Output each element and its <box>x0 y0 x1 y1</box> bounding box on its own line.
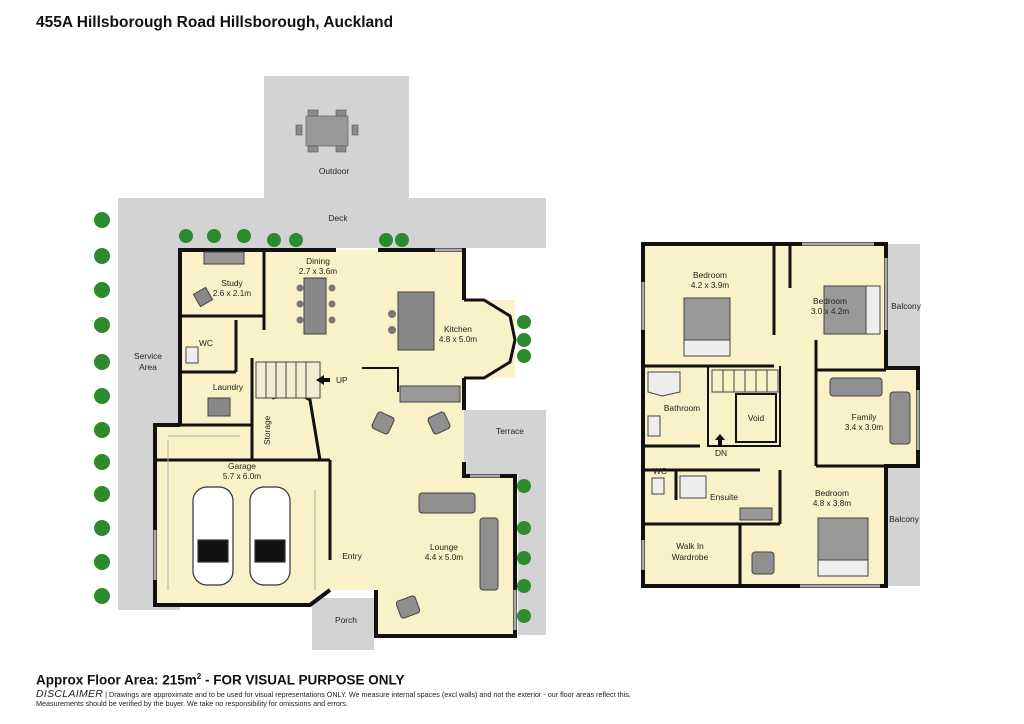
bedroom2-name: Bedroom <box>813 296 847 306</box>
bar-stools <box>388 310 396 334</box>
walk-in-label-2: Wardrobe <box>672 552 709 562</box>
family-furniture <box>751 377 911 575</box>
garage-cars <box>192 486 291 586</box>
bathroom-label: Bathroom <box>664 403 700 413</box>
terrace-label: Terrace <box>496 426 524 436</box>
kitchen-dims: 4.8 x 5.0m <box>439 335 477 344</box>
dining-dims: 2.7 x 3.6m <box>299 267 337 276</box>
outdoor-label: Outdoor <box>319 166 349 176</box>
wc-ground-label: WC <box>199 338 213 348</box>
disclaimer-text: | Drawings are approximate and to be use… <box>36 690 631 708</box>
kitchen-name: Kitchen <box>444 324 472 334</box>
service-area-label-2: Area <box>139 362 157 372</box>
garage-name: Garage <box>228 461 256 471</box>
laundry-machine <box>207 397 231 417</box>
beds <box>683 285 881 577</box>
dining-name: Dining <box>306 256 330 266</box>
entry-label: Entry <box>342 551 362 561</box>
laundry-label: Laundry <box>213 382 244 392</box>
kitchen-island <box>397 291 435 351</box>
bedroom2-dims: 3.0 x 4.2m <box>811 307 849 316</box>
service-area-label-1: Service <box>134 351 162 361</box>
porch-area <box>312 598 374 650</box>
study-desk <box>203 251 245 265</box>
floor-area-unit: 2 <box>196 672 202 681</box>
deck-label: Deck <box>328 213 348 223</box>
shrubs <box>94 212 531 623</box>
ensuite-label: Ensuite <box>710 492 738 502</box>
kitchen-counter <box>399 385 461 403</box>
disclaimer: DISCLAIMER | Drawings are approximate an… <box>36 688 656 708</box>
disclaimer-label: DISCLAIMER <box>36 688 104 700</box>
dn-arrow <box>715 434 725 446</box>
balcony-bottom-label: Balcony <box>889 514 920 524</box>
lounge-dims: 4.4 x 5.0m <box>425 553 463 562</box>
property-address: 455A Hillsborough Road Hillsborough, Auc… <box>36 14 394 31</box>
bedroom1-dims: 4.2 x 3.9m <box>691 281 729 290</box>
bedroom1-name: Bedroom <box>693 270 727 280</box>
ground-windows <box>153 248 517 630</box>
terrace-area <box>464 410 546 475</box>
balcony-top-label: Balcony <box>891 301 922 311</box>
bedroom3-name: Bedroom <box>815 488 849 498</box>
dn-label: DN <box>715 448 727 458</box>
lounge-furniture <box>371 411 499 619</box>
lounge-name: Lounge <box>430 542 458 552</box>
void-label: Void <box>748 413 765 423</box>
family-name: Family <box>852 412 877 422</box>
dining-table <box>303 277 327 335</box>
outdoor-table-set <box>295 109 359 153</box>
toilet <box>185 346 199 364</box>
stairs-ground <box>255 361 321 399</box>
storage-label: Storage <box>262 415 272 445</box>
up-label: UP <box>336 375 348 385</box>
floor-area-text: Approx Floor Area: 215m <box>36 672 197 688</box>
study-dims: 2.6 x 2.1m <box>213 289 251 298</box>
visual-purpose-text: - FOR VISUAL PURPOSE ONLY <box>201 672 405 688</box>
floor-area-note: Approx Floor Area: 215m2 - FOR VISUAL PU… <box>36 672 405 688</box>
first-windows <box>641 242 920 588</box>
walk-in-label-1: Walk In <box>676 541 704 551</box>
stairs-first <box>711 369 779 443</box>
wc-first-label: WC <box>653 466 667 476</box>
bathroom-fixtures <box>647 371 773 521</box>
family-dims: 3.4 x 3.0m <box>845 423 883 432</box>
garage-dims: 5.7 x 6.0m <box>223 472 261 481</box>
study-name: Study <box>221 278 243 288</box>
first-floor-paving <box>886 244 920 586</box>
dining-chairs <box>296 284 336 324</box>
study-chair <box>192 286 214 308</box>
up-arrow <box>316 375 330 385</box>
bedroom3-dims: 4.8 x 3.8m <box>813 499 851 508</box>
porch-label: Porch <box>335 615 357 625</box>
garage-doors <box>167 435 316 590</box>
